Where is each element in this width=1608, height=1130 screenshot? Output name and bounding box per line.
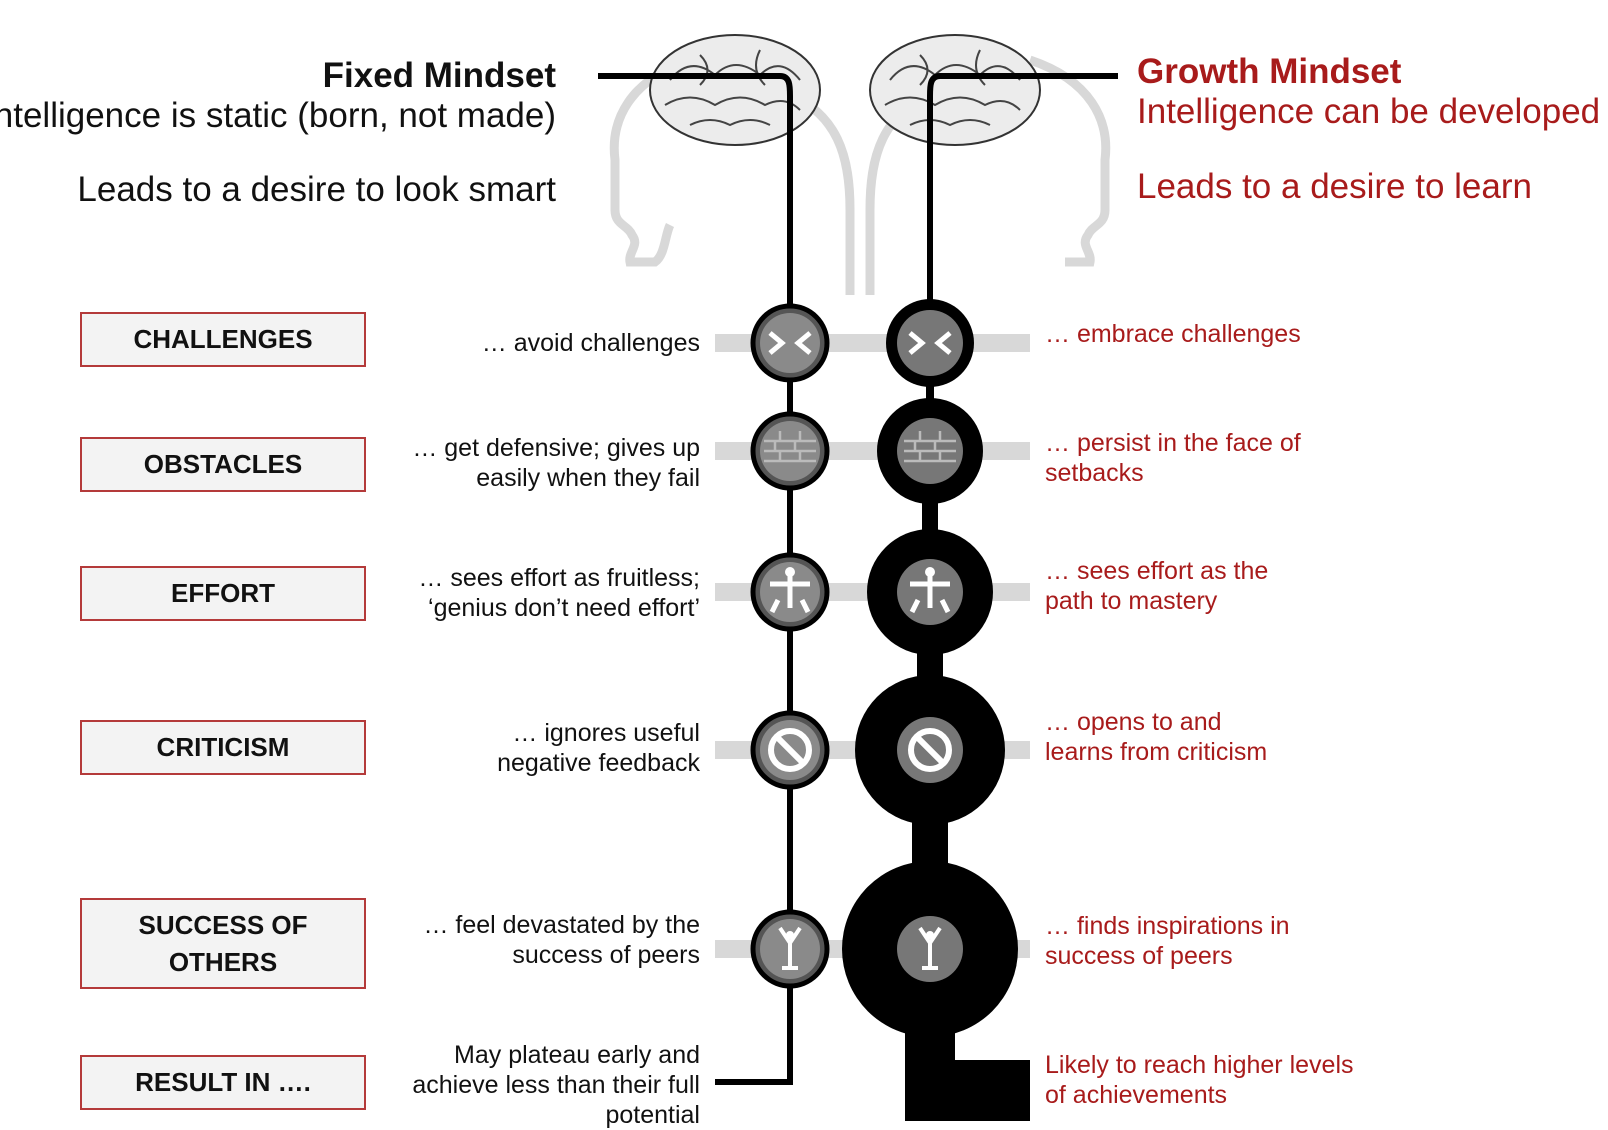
- fixed-node-criticism: [753, 713, 827, 787]
- growth-mindset-title: Growth Mindset: [1137, 52, 1401, 92]
- growth-text-effort: … sees effort as the path to mastery: [1045, 556, 1295, 616]
- fixed-mindset-lead: Leads to a desire to look smart: [77, 170, 556, 210]
- growth-node-effort: [867, 529, 993, 655]
- category-box-challenges: CHALLENGES: [80, 312, 366, 367]
- growth-text-result: Likely to reach higher levels of achieve…: [1045, 1050, 1375, 1110]
- fixed-node-success: [753, 912, 827, 986]
- growth-node-criticism: [855, 675, 1005, 825]
- growth-text-criticism: … opens to and learns from criticism: [1045, 707, 1295, 767]
- growth-node-obstacles: [877, 398, 983, 504]
- fixed-mindset-title: Fixed Mindset: [323, 56, 556, 96]
- category-box-result-in: RESULT IN ….: [80, 1055, 366, 1110]
- growth-text-success: … finds inspirations in success of peers: [1045, 911, 1325, 971]
- fixed-node-challenges: [753, 306, 827, 380]
- category-box-criticism: CRITICISM: [80, 720, 366, 775]
- left-brain-icon: [650, 35, 820, 145]
- fixed-text-criticism: … ignores useful negative feedback: [480, 718, 700, 778]
- fixed-text-challenges: … avoid challenges: [400, 328, 700, 358]
- fixed-text-obstacles: … get defensive; gives up easily when th…: [410, 433, 700, 493]
- growth-text-obstacles: … persist in the face of setbacks: [1045, 428, 1305, 488]
- fixed-text-effort: … sees effort as fruitless; ‘genius don’…: [405, 563, 700, 623]
- category-box-effort: EFFORT: [80, 566, 366, 621]
- growth-text-challenges: … embrace challenges: [1045, 319, 1405, 349]
- fixed-node-obstacles: [753, 414, 827, 488]
- category-box-obstacles: OBSTACLES: [80, 437, 366, 492]
- fixed-text-result: May plateau early and achieve less than …: [400, 1040, 700, 1130]
- fixed-node-effort: [753, 555, 827, 629]
- growth-node-challenges: [886, 299, 974, 387]
- right-head-face: [1030, 60, 1106, 262]
- growth-mindset-lead: Leads to a desire to learn: [1137, 167, 1532, 207]
- category-box-success-of-others: SUCCESS OF OTHERS: [80, 898, 366, 989]
- fixed-text-success: … feel devastated by the success of peer…: [410, 910, 700, 970]
- growth-node-success: [842, 861, 1018, 1037]
- growth-mindset-subtitle: Intelligence can be developed: [1137, 92, 1600, 132]
- fixed-mindset-subtitle: Intelligence is static (born, not made): [0, 96, 556, 136]
- right-brain-icon: [870, 35, 1040, 145]
